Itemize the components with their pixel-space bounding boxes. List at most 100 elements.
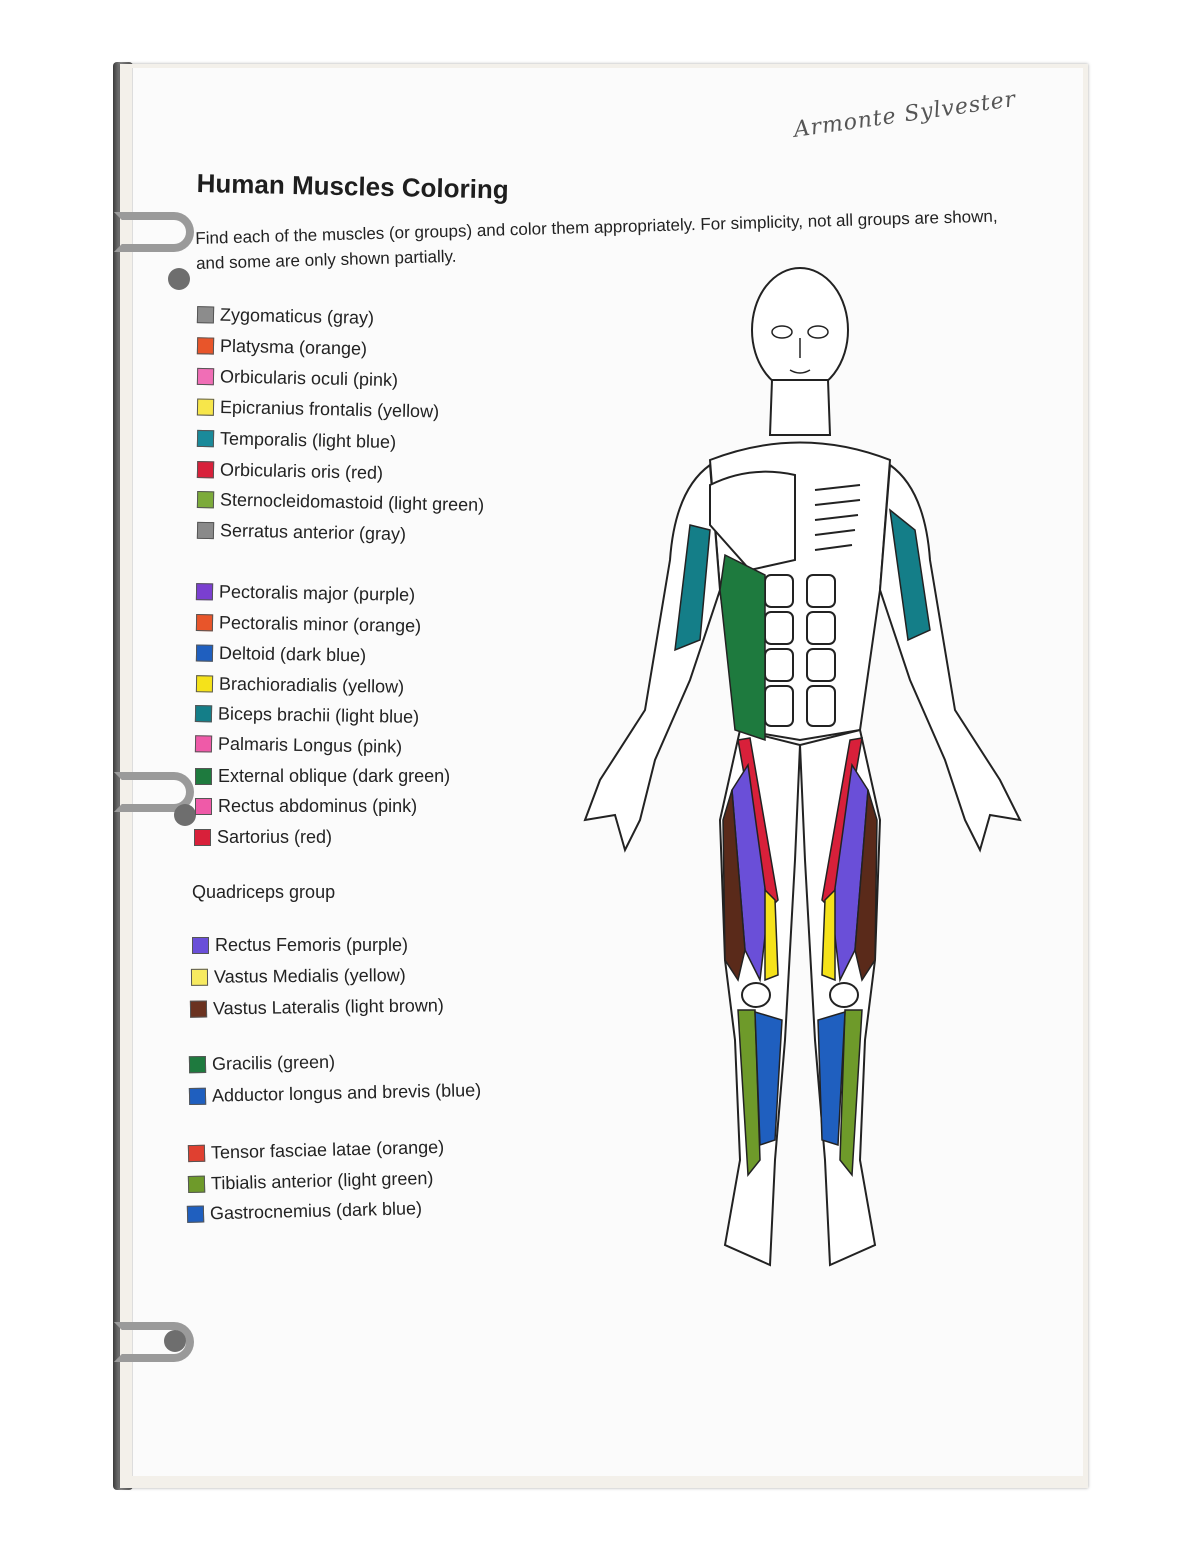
- legend-label: Brachioradialis (yellow): [218, 673, 405, 697]
- color-swatch: [194, 829, 211, 846]
- legend-item: Adductor longus and brevis (blue): [188, 1079, 482, 1107]
- binder-ring-middle: [114, 772, 194, 812]
- binder-ring-bottom: [114, 1322, 194, 1362]
- gastrocnemius-left: [754, 1010, 783, 1147]
- legend-item: Platysma (orange): [196, 335, 368, 360]
- legend-label: Tibialis anterior (light green): [210, 1168, 434, 1194]
- legend-item: Orbicularis oris (red): [196, 459, 384, 484]
- face-details: [771, 325, 829, 374]
- legend-label: Rectus Femoris (purple): [215, 935, 409, 955]
- gastrocnemius-right: [817, 1010, 846, 1147]
- legend-item: Sternocleidomastoid (light green): [196, 489, 485, 516]
- legend-item: Pectoralis major (purple): [195, 581, 416, 606]
- color-swatch: [196, 521, 215, 540]
- legend-item: Serratus anterior (gray): [196, 520, 407, 545]
- legend-label: Zygomaticus (gray): [219, 304, 375, 328]
- legend-item: Orbicularis oculi (pink): [196, 366, 399, 391]
- legend-label: Vastus Medialis (yellow): [213, 965, 406, 987]
- legend-label: Palmaris Longus (pink): [217, 733, 403, 757]
- legend-item: Gracilis (green): [188, 1051, 336, 1076]
- vastus-lateralis-left: [722, 789, 746, 982]
- color-swatch: [196, 461, 215, 479]
- legend-item: Gastrocnemius (dark blue): [186, 1198, 423, 1225]
- legend-label: Gastrocnemius (dark blue): [209, 1198, 423, 1224]
- legend-item: Epicranius frontalis (yellow): [196, 396, 440, 422]
- legend-label: External oblique (dark green): [218, 766, 451, 786]
- legend-label: Rectus abdominus (pink): [218, 796, 418, 816]
- legend-item: External oblique (dark green): [195, 766, 450, 787]
- legend-item: Tibialis anterior (light green): [187, 1168, 434, 1195]
- color-swatch: [196, 398, 215, 416]
- legend-label: Epicranius frontalis (yellow): [219, 396, 440, 422]
- color-swatch: [195, 768, 212, 785]
- legend-label: Deltoid (dark blue): [218, 642, 367, 666]
- vastus-medialis-right: [821, 888, 836, 982]
- legend-item: Deltoid (dark blue): [195, 642, 367, 667]
- biceps-right: [888, 508, 931, 642]
- biceps-left: [674, 524, 711, 652]
- legend-label: Tensor fasciae latae (orange): [210, 1136, 445, 1163]
- legend-item: Vastus Medialis (yellow): [190, 965, 406, 988]
- legend-item: Pectoralis minor (orange): [195, 612, 422, 637]
- legend-label: Sternocleidomastoid (light green): [219, 489, 485, 516]
- color-swatch: [195, 798, 212, 815]
- color-swatch: [195, 614, 214, 632]
- binder-ring-top: [114, 212, 194, 252]
- legend-label: Gracilis (green): [211, 1051, 336, 1074]
- punch-hole: [164, 1330, 186, 1352]
- legend-label: Biceps brachii (light blue): [217, 703, 420, 727]
- muscle-legend: Zygomaticus (gray) Platysma (orange) Orb…: [0, 0, 560, 1300]
- color-swatch: [186, 1205, 205, 1223]
- color-swatch: [187, 1144, 206, 1163]
- vastus-medialis-left: [764, 888, 779, 982]
- external-oblique: [719, 553, 766, 742]
- legend-label: Platysma (orange): [219, 335, 368, 359]
- legend-label: Vastus Lateralis (light brown): [212, 995, 444, 1019]
- color-swatch: [195, 644, 214, 662]
- kneecap-right: [829, 982, 859, 1008]
- color-swatch: [196, 306, 215, 324]
- muscle-figure: [583, 267, 1022, 1267]
- legend-label: Temporalis (light blue): [219, 428, 397, 453]
- legend-label: Serratus anterior (gray): [219, 520, 407, 545]
- color-swatch: [196, 490, 215, 509]
- legend-item: Palmaris Longus (pink): [194, 733, 403, 758]
- color-swatch: [190, 968, 209, 986]
- legend-item: Zygomaticus (gray): [196, 304, 375, 329]
- legend-label: Orbicularis oculi (pink): [219, 366, 399, 391]
- color-swatch: [187, 1175, 206, 1193]
- legend-item: Sartorius (red): [194, 827, 332, 848]
- legend-label: Pectoralis minor (orange): [218, 612, 422, 636]
- tibialis-left: [737, 1009, 761, 1177]
- legend-label: Pectoralis major (purple): [218, 581, 416, 605]
- legend-label: Orbicularis oris (red): [219, 459, 384, 483]
- pectoralis-outline: [709, 470, 796, 572]
- color-swatch: [192, 937, 209, 954]
- quadriceps-group-heading: Quadriceps group: [192, 882, 336, 902]
- legend-item: Rectus Femoris (purple): [192, 935, 408, 956]
- color-swatch: [196, 429, 215, 448]
- legend-item: Tensor fasciae latae (orange): [187, 1136, 445, 1164]
- legend-item: Brachioradialis (yellow): [195, 673, 405, 698]
- tibialis-right: [839, 1009, 863, 1177]
- legend-item: Rectus abdominus (pink): [195, 796, 417, 817]
- punch-hole: [168, 268, 190, 290]
- vastus-lateralis-right: [854, 789, 878, 982]
- kneecap-left: [741, 982, 771, 1008]
- legend-item: Biceps brachii (light blue): [194, 703, 420, 728]
- color-swatch: [196, 367, 215, 386]
- legend-item: Vastus Lateralis (light brown): [189, 995, 444, 1020]
- color-swatch: [195, 583, 214, 601]
- color-swatch: [194, 735, 213, 753]
- legend-label: Adductor longus and brevis (blue): [211, 1079, 482, 1106]
- color-swatch: [189, 1000, 208, 1018]
- color-swatch: [195, 675, 214, 693]
- punch-hole: [174, 804, 196, 826]
- color-swatch: [188, 1087, 207, 1106]
- color-swatch: [188, 1055, 207, 1074]
- color-swatch: [194, 705, 213, 723]
- body-outline: [583, 267, 1022, 1267]
- color-swatch: [196, 337, 215, 355]
- legend-label: Sartorius (red): [217, 827, 333, 847]
- legend-item: Temporalis (light blue): [196, 428, 397, 453]
